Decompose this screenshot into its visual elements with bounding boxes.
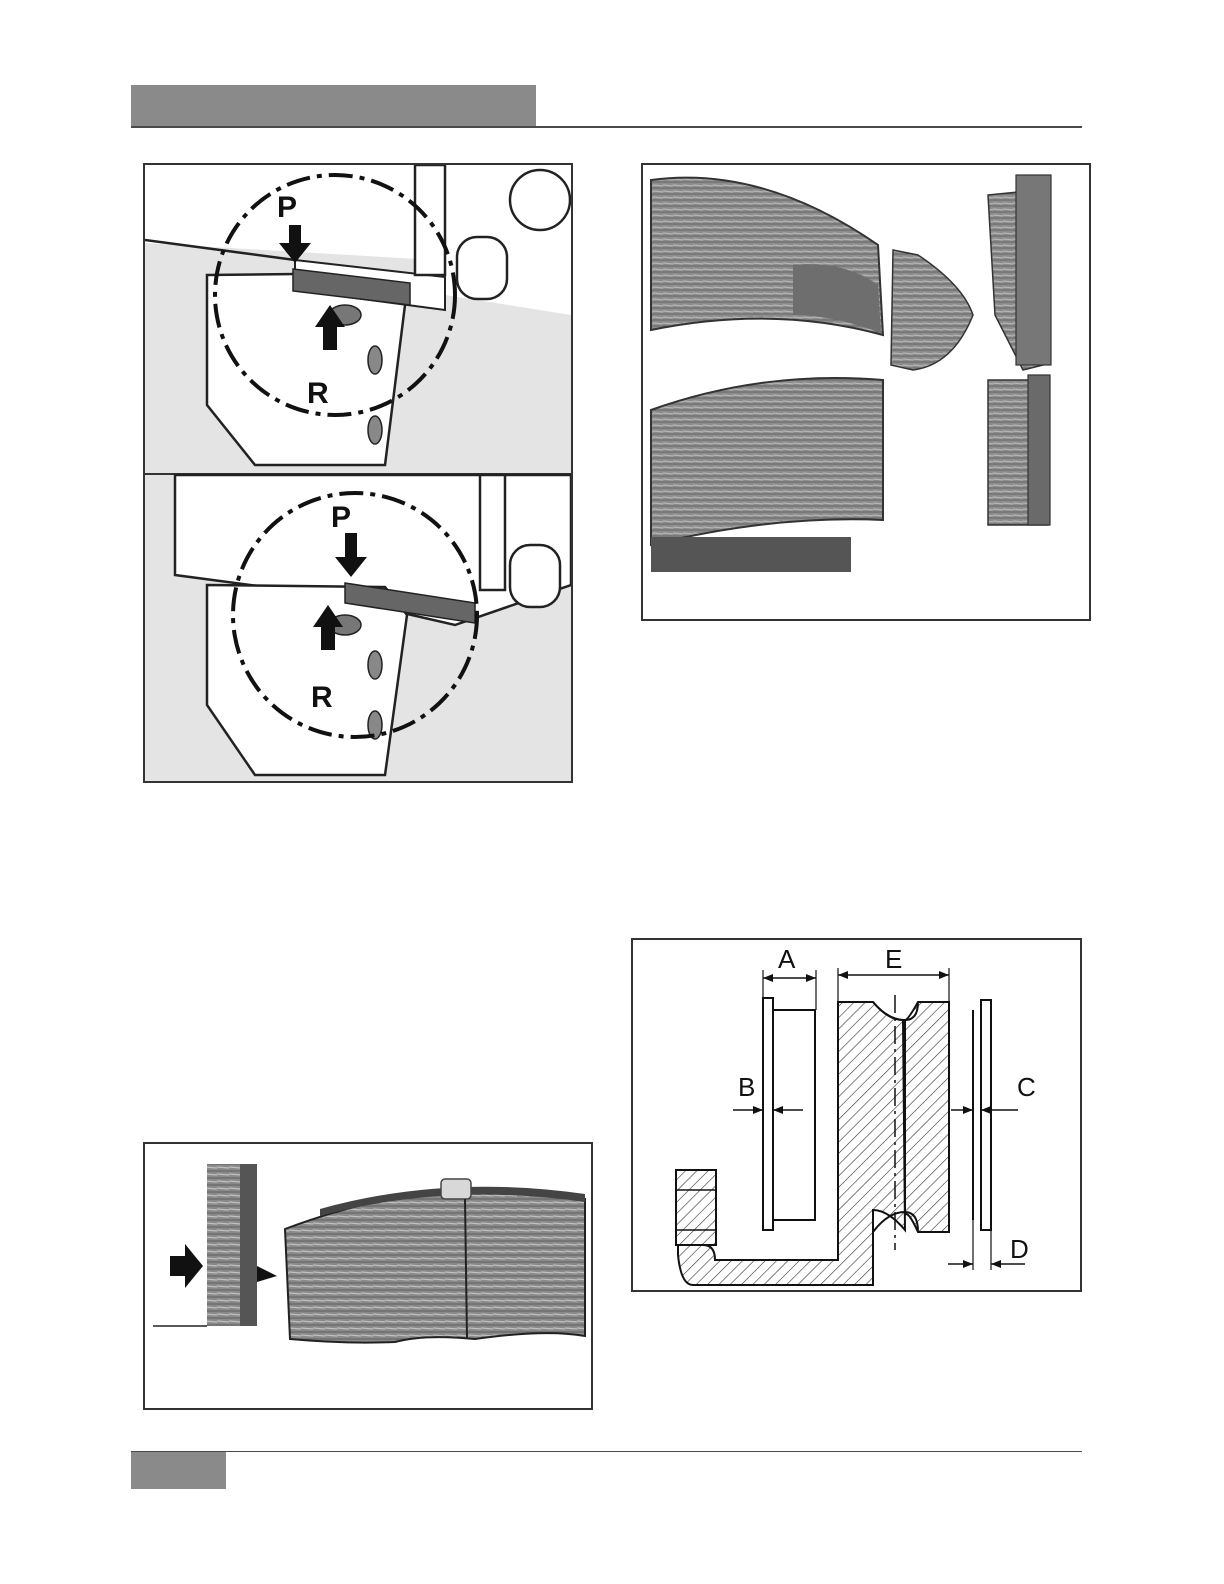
caliper-panel-top: P R (145, 165, 571, 473)
pad-thickness-photo (145, 1144, 591, 1408)
broken-pads-photo (643, 165, 1089, 619)
disc-section-figure: A E B C D (631, 938, 1082, 1292)
footer-rule (131, 1451, 1082, 1452)
left-pad-backplate (763, 998, 773, 1230)
right-pad-backplate (981, 1000, 991, 1230)
broken-pads-figure (641, 163, 1091, 621)
label-r-top: R (307, 377, 329, 410)
caliper-wear-figure: P R P R (143, 163, 573, 783)
label-p-bottom: P (331, 501, 351, 534)
header-rule (131, 126, 1082, 128)
label-e: E (885, 944, 902, 974)
edge-pointer-icon (257, 1266, 277, 1282)
caliper-panel-bottom: P R (145, 475, 571, 781)
caliper-wear-drawing: P R P R (145, 165, 571, 781)
label-a: A (778, 944, 796, 974)
label-d: D (1010, 1234, 1029, 1264)
pad-thickness-figure (143, 1142, 593, 1410)
label-r-bottom: R (311, 681, 333, 714)
footer-bar (131, 1452, 226, 1489)
header-bar (131, 85, 536, 126)
label-p-top: P (277, 191, 297, 224)
disc-section-diagram: A E B C D (633, 940, 1080, 1290)
left-pad-lining (773, 1010, 815, 1220)
thickness-arrow-icon (170, 1244, 203, 1288)
label-b: B (738, 1072, 755, 1102)
label-c: C (1017, 1072, 1036, 1102)
